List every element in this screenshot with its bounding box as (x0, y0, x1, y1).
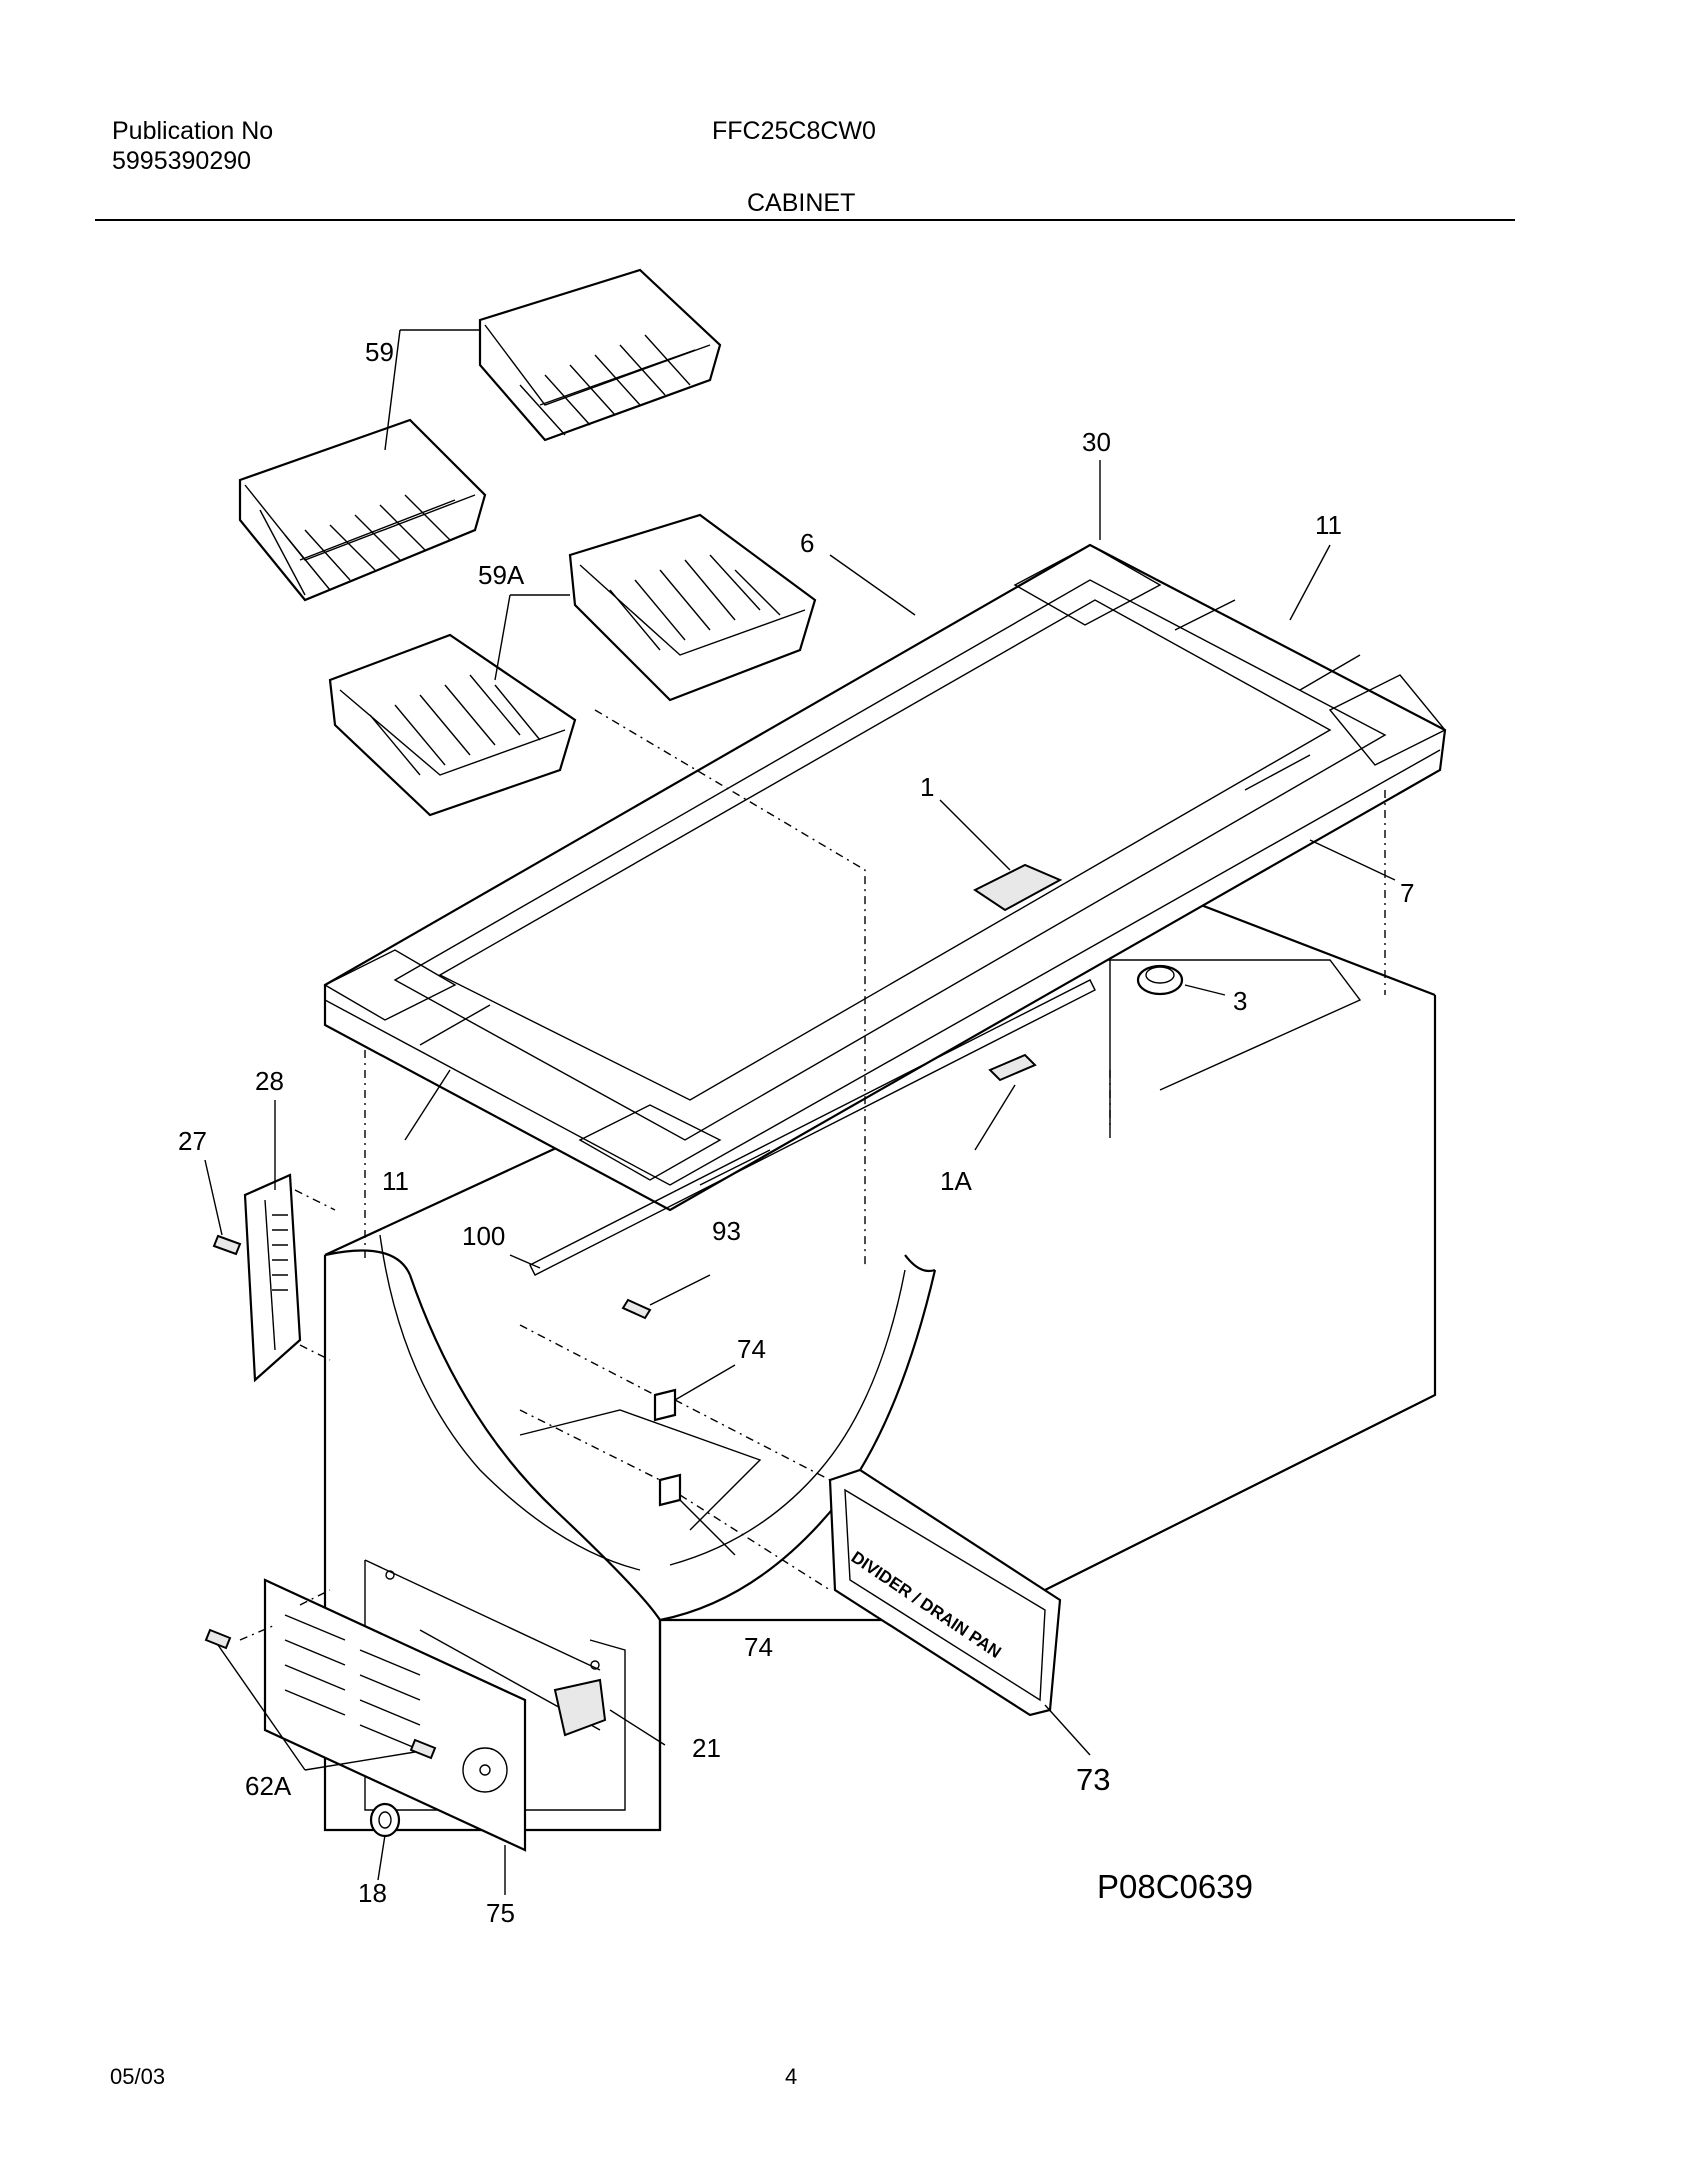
clip-1A (988, 1053, 1037, 1082)
callout-59: 59 (365, 337, 394, 367)
callout-3: 3 (1233, 986, 1247, 1016)
callout-62A: 62A (245, 1771, 292, 1801)
grille-75 (263, 1578, 527, 1852)
header-rule (95, 219, 1515, 221)
basket-59A-right (568, 513, 817, 702)
callout-28: 28 (255, 1066, 284, 1096)
footer-date: 05/03 (110, 2064, 166, 2089)
hinge-28 (243, 1173, 302, 1383)
lid-gasket-frame (323, 543, 1447, 1212)
callout-6: 6 (800, 528, 814, 558)
drain-pan-73: DIVIDER / DRAIN PAN (828, 1468, 1062, 1717)
callout-labels: 59 59A 30 6 11 1 7 3 28 27 11 1A 100 93 … (178, 337, 1414, 1928)
publication-label: Publication No (112, 117, 274, 145)
callout-30: 30 (1082, 427, 1111, 457)
callout-1A: 1A (940, 1166, 972, 1196)
callout-74-top: 74 (737, 1334, 766, 1364)
grommet-18 (369, 1802, 401, 1838)
clips-74 (653, 1388, 682, 1507)
callout-7: 7 (1400, 878, 1414, 908)
screws-62A (204, 1628, 437, 1760)
light-switch-1 (973, 863, 1063, 912)
callout-11-bottom: 11 (382, 1166, 409, 1196)
callout-21: 21 (692, 1733, 721, 1763)
callout-93: 93 (712, 1216, 741, 1246)
callout-100: 100 (462, 1221, 505, 1251)
callout-18: 18 (358, 1878, 387, 1908)
relay-21 (553, 1678, 607, 1737)
callout-75: 75 (486, 1898, 515, 1928)
section-title: CABINET (747, 189, 856, 217)
callout-74-bottom: 74 (744, 1632, 773, 1662)
callout-59A: 59A (478, 560, 525, 590)
basket-59-left (238, 418, 487, 602)
drawing-id: P08C0639 (1097, 1868, 1253, 1905)
strip-100 (529, 979, 1096, 1276)
basket-59-right (478, 268, 722, 442)
callout-27: 27 (178, 1126, 207, 1156)
drain-plug-3 (1136, 964, 1184, 996)
alignment-lines (239, 709, 1386, 1641)
screw-27 (212, 1234, 242, 1256)
publication-number: 5995390290 (112, 147, 252, 175)
page-number: 4 (785, 2064, 798, 2089)
callout-1: 1 (920, 772, 934, 802)
callout-73: 73 (1076, 1762, 1110, 1797)
screw-93 (621, 1298, 652, 1320)
basket-59A-left (328, 633, 577, 817)
callout-11-top: 11 (1315, 510, 1342, 540)
model-number: FFC25C8CW0 (712, 117, 876, 145)
leader-lines (204, 329, 1396, 1895)
